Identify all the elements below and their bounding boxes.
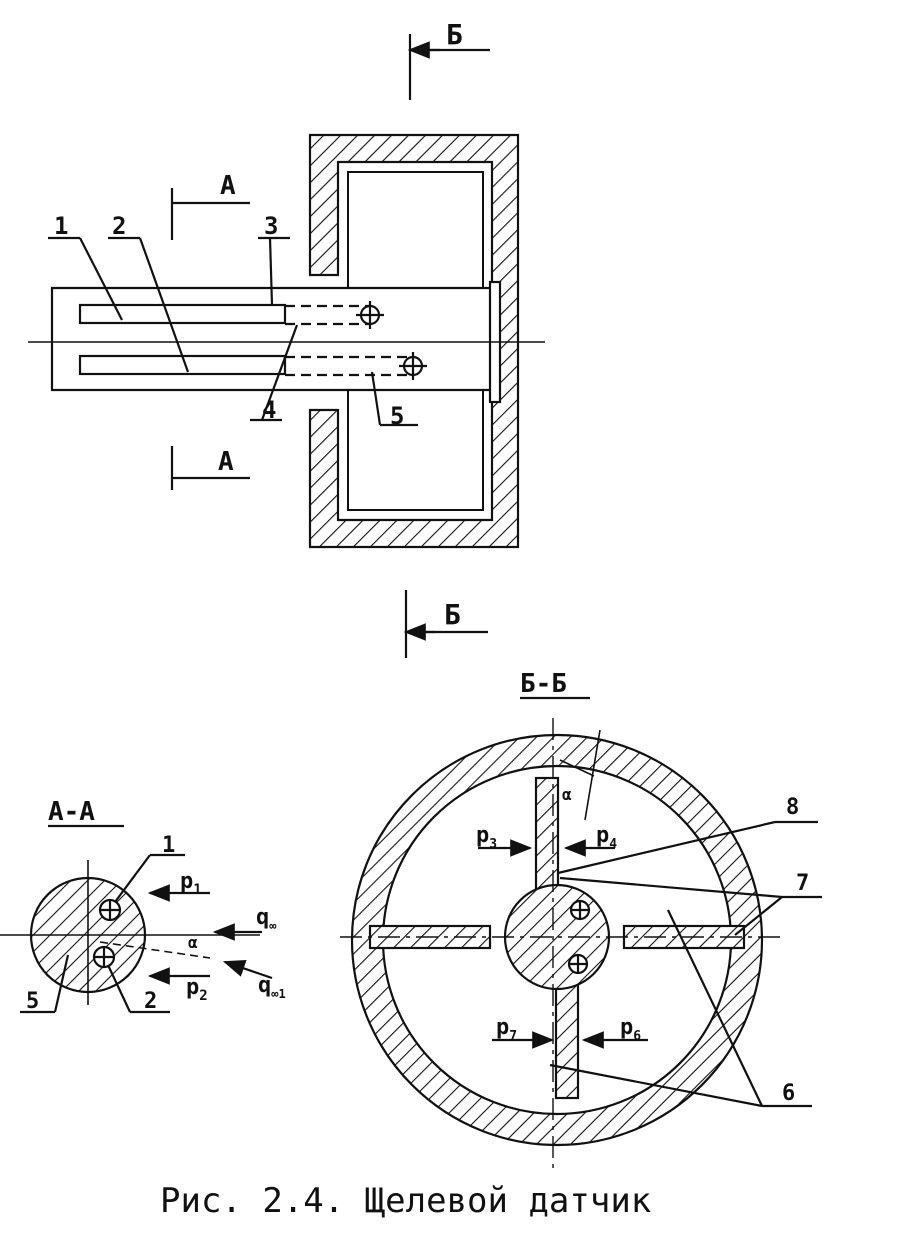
callout-2: 2 (112, 212, 126, 240)
section-a-label-top: А (220, 171, 236, 201)
section-a-label-bottom: А (218, 447, 234, 477)
section-b-label-bottom: Б (444, 598, 461, 631)
figure-caption: Рис. 2.4. Щелевой датчик (160, 1181, 651, 1221)
bb-callout-8: 8 (786, 795, 799, 820)
slit-1 (78, 303, 287, 325)
bb-p4: p4 (596, 823, 617, 852)
aa-callout-1: 1 (162, 833, 175, 858)
main-view (28, 34, 545, 658)
callout-4: 4 (262, 396, 276, 424)
section-bb (340, 696, 822, 1170)
callout-1: 1 (54, 212, 68, 240)
bb-alpha: α (562, 785, 572, 804)
callout-5: 5 (390, 402, 404, 430)
pressure-tap-symbol-1 (356, 301, 384, 329)
aa-q0: q∞ (256, 905, 277, 933)
aa-callout-5: 5 (26, 989, 39, 1014)
section-bb-title: Б-Б (520, 669, 567, 699)
section-aa (0, 824, 273, 1014)
housing-wall (308, 133, 520, 549)
aa-p1: p1 (180, 869, 202, 898)
aa-alpha: α (188, 933, 198, 952)
bb-p3: p3 (476, 823, 497, 852)
aa-q1: q∞1 (258, 973, 286, 1001)
section-aa-title: А-А (48, 797, 95, 827)
aa-callout-2: 2 (144, 989, 157, 1014)
bb-callout-7: 7 (796, 871, 809, 896)
section-b-label-top: Б (446, 18, 463, 51)
aa-p2: p2 (186, 975, 208, 1004)
vane-top (534, 776, 560, 900)
bb-p6: p6 (620, 1015, 641, 1044)
callout-3: 3 (264, 212, 278, 240)
vane-bottom (554, 978, 580, 1100)
bb-callout-6: 6 (782, 1081, 795, 1106)
pressure-tap-symbol-2 (399, 352, 427, 380)
bb-p7: p7 (496, 1015, 517, 1044)
